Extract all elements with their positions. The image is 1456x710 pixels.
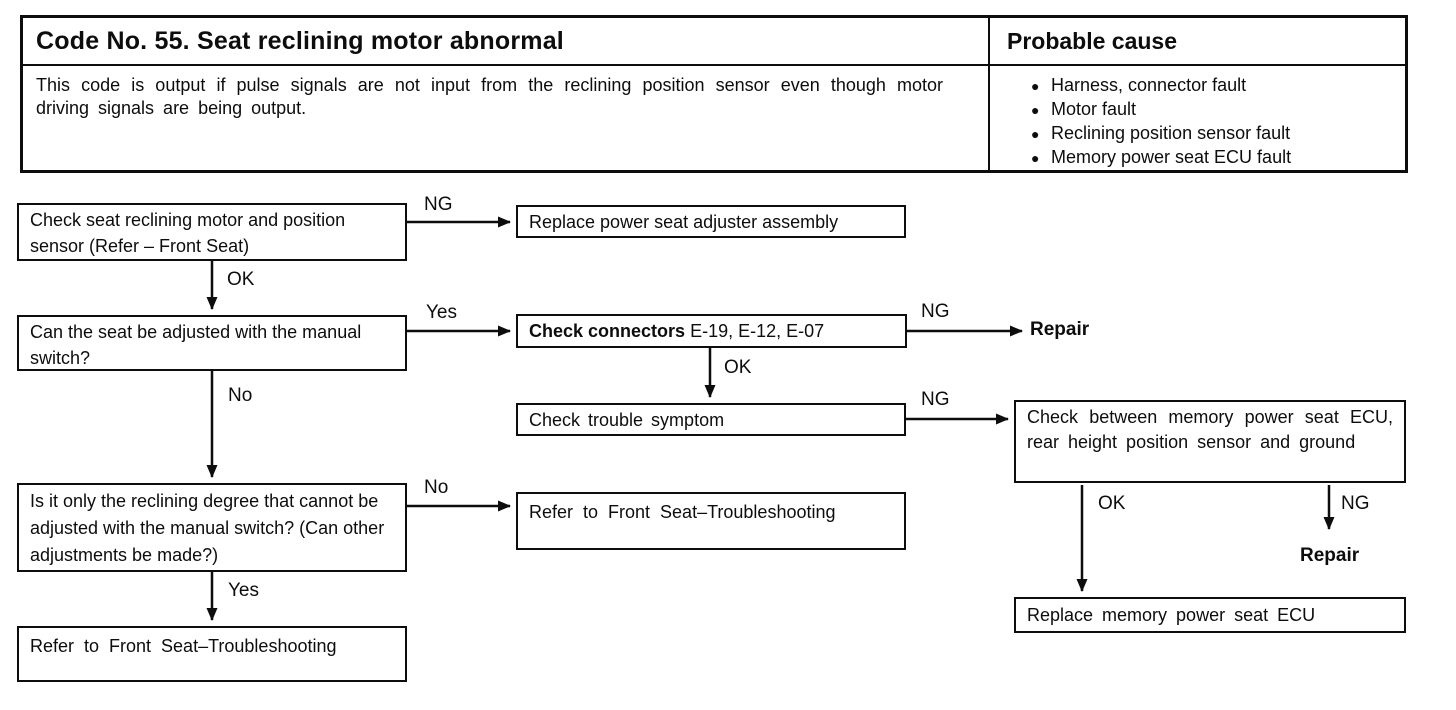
- probable-cause-text: Harness, connector fault: [1051, 75, 1247, 95]
- terminal-repair: Repair: [1300, 545, 1360, 566]
- step-manual-switch-question: Can the seat be adjusted with the manual…: [17, 315, 407, 371]
- header-table: Code No. 55. Seat reclining motor abnorm…: [20, 15, 1408, 173]
- probable-cause-list: Harness, connector fault Motor fault Rec…: [1011, 74, 1411, 170]
- table-column-divider: [988, 18, 990, 170]
- step-check-trouble-symptom: Check trouble symptom: [516, 403, 906, 436]
- probable-cause-text: Motor fault: [1051, 99, 1137, 119]
- edge-label-ng: NG: [921, 301, 950, 322]
- probable-cause-title: Probable cause: [1007, 27, 1178, 54]
- edge-label-no: No: [228, 385, 253, 406]
- step-check-motor-sensor: Check seat reclining motor and position …: [17, 203, 407, 261]
- edge-label-yes: Yes: [228, 580, 259, 601]
- bullet-icon: [1011, 98, 1051, 122]
- bullet-icon: [1011, 146, 1051, 170]
- step-check-connectors: Check connectors E-19, E-12, E-07: [516, 314, 907, 348]
- table-row-divider: [23, 64, 1405, 66]
- bullet-icon: [1011, 74, 1051, 98]
- check-connectors-label: Check connectors: [529, 321, 686, 341]
- edge-label-no: No: [424, 477, 449, 498]
- edge-label-ok: OK: [227, 269, 255, 290]
- probable-cause-text: Memory power seat ECU fault: [1051, 147, 1292, 167]
- probable-cause-item: Reclining position sensor fault: [1011, 122, 1411, 146]
- probable-cause-item: Harness, connector fault: [1011, 74, 1411, 98]
- probable-cause-text: Reclining position sensor fault: [1051, 123, 1291, 143]
- edge-label-ok: OK: [724, 357, 752, 378]
- edge-label-ng: NG: [424, 194, 453, 215]
- code-title: Code No. 55. Seat reclining motor abnorm…: [36, 26, 564, 55]
- connector-ids: E-19, E-12, E-07: [690, 321, 825, 341]
- step-replace-adjuster: Replace power seat adjuster assembly: [516, 205, 906, 238]
- bullet-icon: [1011, 122, 1051, 146]
- step-refer-front-seat-bottom: Refer to Front Seat–Troubleshooting: [17, 626, 407, 682]
- edge-label-ng: NG: [1341, 493, 1370, 514]
- probable-cause-item: Memory power seat ECU fault: [1011, 146, 1411, 170]
- step-reclining-only-question: Is it only the reclining degree that can…: [17, 483, 407, 572]
- code-description: This code is output if pulse signals are…: [36, 75, 943, 118]
- edge-label-ok: OK: [1098, 493, 1126, 514]
- step-replace-memory-ecu: Replace memory power seat ECU: [1014, 597, 1406, 633]
- edge-label-yes: Yes: [426, 302, 457, 323]
- step-refer-front-seat-mid: Refer to Front Seat–Troubleshooting: [516, 492, 906, 550]
- probable-cause-item: Motor fault: [1011, 98, 1411, 122]
- terminal-repair: Repair: [1030, 319, 1090, 340]
- step-check-between-ecu: Check between memory power seat ECU, rea…: [1014, 400, 1406, 483]
- edge-label-ng: NG: [921, 389, 950, 410]
